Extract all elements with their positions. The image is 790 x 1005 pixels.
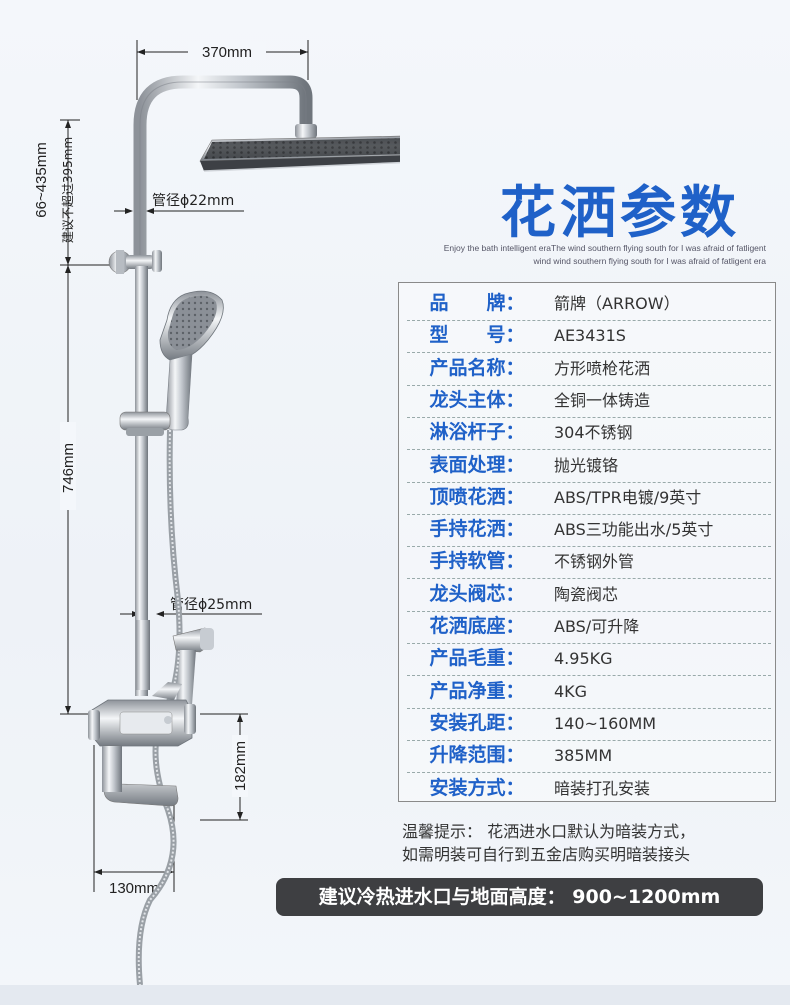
spec-label: 产品名称：	[429, 356, 525, 379]
subtitle-line-1: Enjoy the bath intelligent eraThe wind s…	[443, 243, 766, 253]
spec-label: 表面处理：	[429, 453, 525, 476]
spec-value: 方形喷枪花洒	[554, 358, 651, 378]
lower-riser	[136, 620, 150, 690]
bar-note-label: 建议不超过395mm	[60, 137, 75, 243]
spec-row: 升降范围： 385MM	[407, 740, 771, 774]
spec-value: 385MM	[554, 746, 613, 766]
spec-value: 304不锈钢	[554, 423, 633, 443]
width-top-label: 370mm	[202, 44, 252, 61]
spec-value: 抛光镀铬	[554, 455, 619, 475]
tub-spout	[102, 745, 179, 807]
spec-value: ABS/可升降	[554, 617, 640, 636]
spec-value: 4KG	[554, 681, 588, 701]
tip-line-1: 温馨提示： 花洒进水口默认为暗装方式，	[402, 822, 696, 841]
spec-label: 淋浴杆子：	[429, 421, 525, 444]
head-connector	[295, 124, 317, 138]
spec-value: 不锈钢外管	[554, 552, 635, 572]
page-title: 花洒参数	[500, 181, 740, 246]
spec-table: 品 牌： 箭牌（ARROW） 型 号： AE3431S 产品名称： 方形喷枪花洒龙头主体：…	[398, 282, 776, 802]
footer-band	[0, 985, 790, 1005]
shower-arm	[133, 75, 313, 272]
spec-row: 产品名称： 方形喷枪花洒	[407, 353, 771, 386]
hose-texture	[137, 429, 181, 986]
spec-label: 手持花洒：	[429, 518, 525, 541]
overhead-shower-head	[199, 135, 400, 172]
spec-value: 4.95KG	[554, 649, 613, 669]
width-top-dimension: 370mm	[136, 40, 309, 100]
spec-value: ABS三功能出水/5英寸	[554, 520, 714, 540]
spec-row: 品 牌： 箭牌（ARROW）	[407, 288, 771, 321]
spec-row: 安装方式： 暗装打孔安装	[407, 773, 771, 805]
shower-diagram: 370mm 125mm 66~435mm 建议不超过395mm 746mm 管径…	[33, 40, 400, 986]
slide-holder	[119, 411, 171, 436]
tip-line-2: 如需明装可自行到五金店购买明暗装接头	[402, 845, 691, 864]
spec-value: 暗装打孔安装	[554, 778, 651, 798]
spec-label: 顶喷花洒：	[429, 485, 525, 508]
valve-height-dimension	[200, 713, 248, 821]
spec-row: 产品净重： 4KG	[407, 676, 771, 709]
spec-value: 全铜一体铸造	[554, 390, 651, 410]
spec-row: 花洒底座： ABS/可升降	[407, 611, 771, 644]
spec-row: 型 号： AE3431S	[407, 320, 771, 354]
subtitle-line-2: wind wind southern flying south for I wa…	[533, 256, 766, 266]
spec-label: 产品毛重：	[429, 647, 525, 670]
bidet-sprayer	[172, 627, 214, 705]
spec-row: 手持软管： 不锈钢外管	[407, 546, 771, 580]
width-bottom-label: 130mm	[109, 880, 159, 897]
spec-label: 龙头主体：	[429, 388, 525, 411]
spec-label: 产品净重：	[429, 679, 525, 702]
spec-value: 箭牌（ARROW）	[554, 294, 680, 313]
spec-row: 龙头阀芯： 陶瓷阀芯	[407, 579, 771, 612]
spec-value: 陶瓷阀芯	[554, 584, 619, 604]
pipe-upper-label: 管径ϕ22mm	[152, 193, 234, 209]
spec-label: 安装方式：	[429, 776, 525, 799]
valve-height-label: 182mm	[232, 741, 249, 791]
spec-row: 产品毛重： 4.95KG	[407, 643, 771, 677]
mixer-valve	[88, 682, 196, 747]
spec-label: 品 牌：	[429, 292, 525, 314]
spec-row: 手持花洒： ABS三功能出水/5英寸	[407, 514, 771, 548]
spec-label: 手持软管：	[429, 550, 525, 573]
spec-label: 龙头阀芯：	[429, 582, 525, 605]
spec-row: 顶喷花洒： ABS/TPR电镀/9英寸	[407, 482, 771, 515]
spec-row: 安装孔距： 140~160MM	[407, 708, 771, 741]
spec-label: 升降范围：	[429, 744, 525, 767]
spec-row: 淋浴杆子： 304不锈钢	[407, 417, 771, 451]
pipe-lower-label: 管径ϕ25mm	[170, 597, 252, 613]
bar-range-label: 66~435mm	[33, 142, 50, 217]
hand-shower	[159, 290, 224, 431]
spec-row: 表面处理： 抛光镀铬	[407, 450, 771, 483]
pipe-upper-callout	[114, 208, 244, 214]
spec-value: AE3431S	[554, 326, 626, 346]
diverter-mount	[108, 250, 162, 274]
spec-label: 安装孔距：	[429, 711, 525, 734]
spec-value: ABS/TPR电镀/9英寸	[554, 487, 702, 507]
spec-label: 型 号：	[429, 324, 525, 347]
spec-row: 龙头主体： 全铜一体铸造	[407, 385, 771, 418]
height-main-label: 746mm	[60, 443, 77, 493]
install-height-banner: 建议冷热进水口与地面高度： 900~1200mm	[276, 878, 763, 916]
spec-label: 花洒底座：	[429, 615, 525, 637]
slide-bar	[135, 266, 148, 696]
spec-value: 140~160MM	[554, 713, 657, 733]
